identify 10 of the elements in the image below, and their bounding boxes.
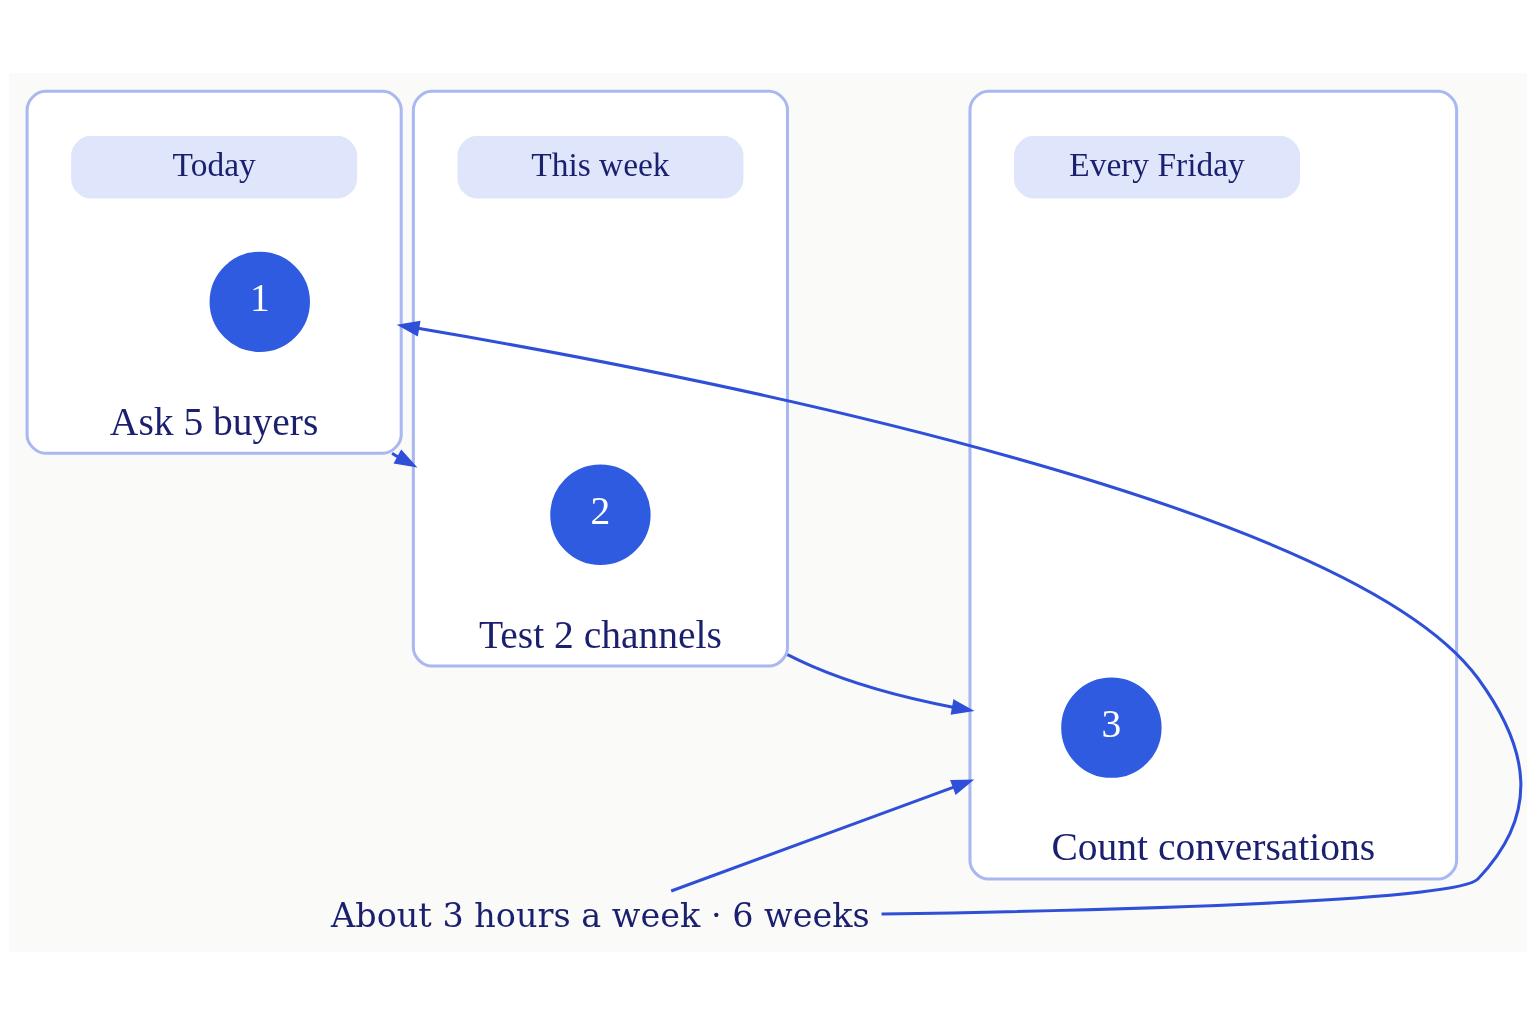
node-box: This week: [457, 135, 744, 198]
arrow: [786, 652, 975, 715]
node-text: About 3 hours a week · 6 weeks: [331, 895, 870, 935]
node-circle: 1: [209, 251, 310, 352]
arrow: [670, 779, 975, 892]
node-box: Every Friday: [1014, 135, 1300, 198]
node-circle: 3: [1061, 677, 1162, 778]
arrow: [396, 320, 1522, 916]
node-circle: 2: [550, 464, 651, 565]
node-box: Today: [71, 135, 358, 198]
